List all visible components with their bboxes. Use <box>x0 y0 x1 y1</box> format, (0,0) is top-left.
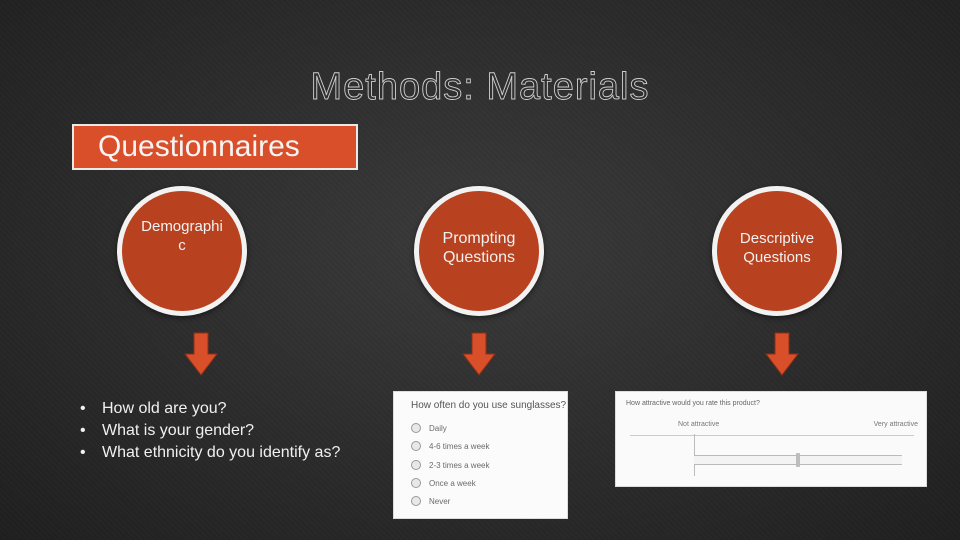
radio-option-label: 2-3 times a week <box>429 460 490 470</box>
radio-button[interactable] <box>411 478 421 488</box>
radio-button[interactable] <box>411 423 421 433</box>
radio-option[interactable]: 2-3 times a week <box>411 458 489 472</box>
radio-button[interactable] <box>411 441 421 451</box>
demographic-question-list: How old are you? What is your gender? Wh… <box>80 398 370 464</box>
slider-max-label: Very attractive <box>873 421 918 428</box>
slider-handle[interactable] <box>796 453 800 467</box>
prompting-circle-label: Prompting Questions <box>442 230 516 266</box>
radio-button[interactable] <box>411 496 421 506</box>
descriptive-question-text: How attractive would you rate this produ… <box>626 400 760 407</box>
down-arrow-icon <box>184 332 218 376</box>
list-item: How old are you? <box>80 398 370 420</box>
descriptive-question-screenshot: How attractive would you rate this produ… <box>615 391 927 487</box>
radio-option-label: Once a week <box>429 478 476 488</box>
radio-option[interactable]: Never <box>411 494 450 508</box>
prompting-question-text: How often do you use sunglasses? <box>411 400 567 411</box>
radio-option-label: Never <box>429 496 451 506</box>
radio-option-label: 4-6 times a week <box>429 441 490 451</box>
radio-option[interactable]: 4-6 times a week <box>411 439 489 453</box>
radio-option[interactable]: Once a week <box>411 476 476 490</box>
slider-min-label: Not attractive <box>678 421 720 428</box>
radio-option-label: Daily <box>429 423 447 433</box>
down-arrow-icon <box>765 332 799 376</box>
section-label: Questionnaires <box>72 124 358 170</box>
radio-option[interactable]: Daily <box>411 421 447 435</box>
radio-button[interactable] <box>411 460 421 470</box>
divider <box>630 435 914 436</box>
descriptive-circle: Descriptive Questions <box>712 186 842 316</box>
slide-title: Methods: Materials <box>310 66 650 109</box>
down-arrow-icon <box>462 332 496 376</box>
descriptive-circle-label: Descriptive Questions <box>739 230 815 266</box>
list-item: What is your gender? <box>80 420 370 442</box>
prompting-circle: Prompting Questions <box>414 186 544 316</box>
prompting-question-screenshot: How often do you use sunglasses? Daily 4… <box>393 391 568 519</box>
demographic-circle-label: Demographi c <box>141 218 223 254</box>
list-item: What ethnicity do you identify as? <box>80 442 370 464</box>
demographic-circle: Demographi c <box>117 186 247 316</box>
